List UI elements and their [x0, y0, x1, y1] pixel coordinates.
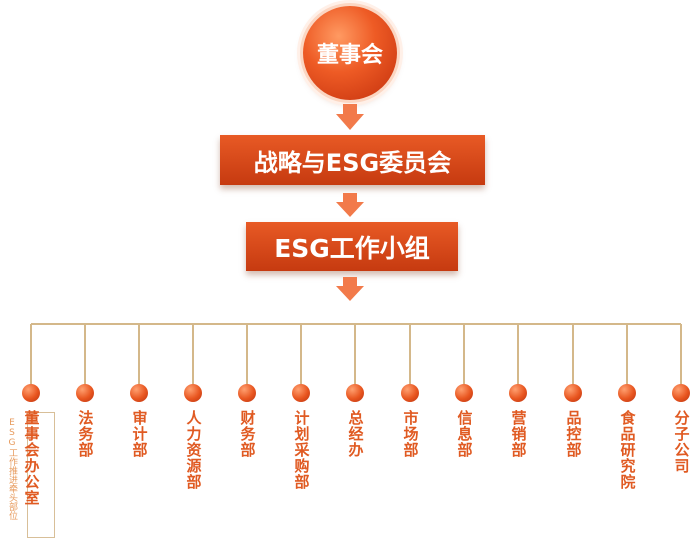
department-label: 营销部 — [509, 410, 528, 458]
department-label: 总经办 — [346, 410, 365, 458]
department-node: 法务部 — [72, 384, 98, 458]
department-dot — [184, 384, 202, 402]
department-dot — [672, 384, 690, 402]
department-node: 营销部 — [505, 384, 531, 458]
office-highlight-frame — [27, 412, 55, 538]
department-label: 食品研究院 — [618, 410, 637, 490]
committee-label: 战略与ESG委员会 — [253, 148, 452, 177]
department-label: 人力资源部 — [184, 410, 203, 490]
department-dot — [346, 384, 364, 402]
arrow-down-icon — [336, 104, 364, 130]
department-node: 财务部 — [234, 384, 260, 458]
workgroup-box: ESG工作小组 — [246, 222, 458, 271]
department-dot — [618, 384, 636, 402]
department-drop-lines — [30, 324, 682, 386]
department-dot — [238, 384, 256, 402]
department-node: 董事会办公室 — [18, 384, 44, 506]
department-dot — [76, 384, 94, 402]
department-label: 品控部 — [564, 410, 583, 458]
department-node: 食品研究院 — [614, 384, 640, 490]
department-label: 信息部 — [455, 410, 474, 458]
department-node: 总经办 — [342, 384, 368, 458]
department-dot — [564, 384, 582, 402]
board-label: 董事会 — [316, 43, 383, 68]
department-dot — [401, 384, 419, 402]
department-label: 审计部 — [130, 410, 149, 458]
department-node: 信息部 — [451, 384, 477, 458]
department-node: 分子公司 — [668, 384, 694, 474]
department-dot — [509, 384, 527, 402]
department-node: 市场部 — [397, 384, 423, 458]
department-node: 品控部 — [560, 384, 586, 458]
lead-department-note: ESG工作推进牵头部位 — [7, 418, 17, 520]
department-node: 审计部 — [126, 384, 152, 458]
arrow-down-icon — [336, 277, 364, 301]
department-dot — [292, 384, 310, 402]
department-label: 法务部 — [76, 410, 95, 458]
department-label: 董事会办公室 — [22, 410, 41, 506]
department-node: 计划采购部 — [288, 384, 314, 490]
workgroup-label: ESG工作小组 — [274, 233, 430, 263]
department-label: 分子公司 — [672, 410, 691, 474]
department-label: 计划采购部 — [292, 410, 311, 490]
department-label: 市场部 — [401, 410, 420, 458]
department-label: 财务部 — [238, 410, 257, 458]
arrow-down-icon — [336, 193, 364, 217]
board-node: 董事会 — [303, 6, 397, 100]
committee-box: 战略与ESG委员会 — [220, 135, 485, 185]
department-dot — [455, 384, 473, 402]
department-dot — [130, 384, 148, 402]
department-dot — [22, 384, 40, 402]
department-node: 人力资源部 — [180, 384, 206, 490]
